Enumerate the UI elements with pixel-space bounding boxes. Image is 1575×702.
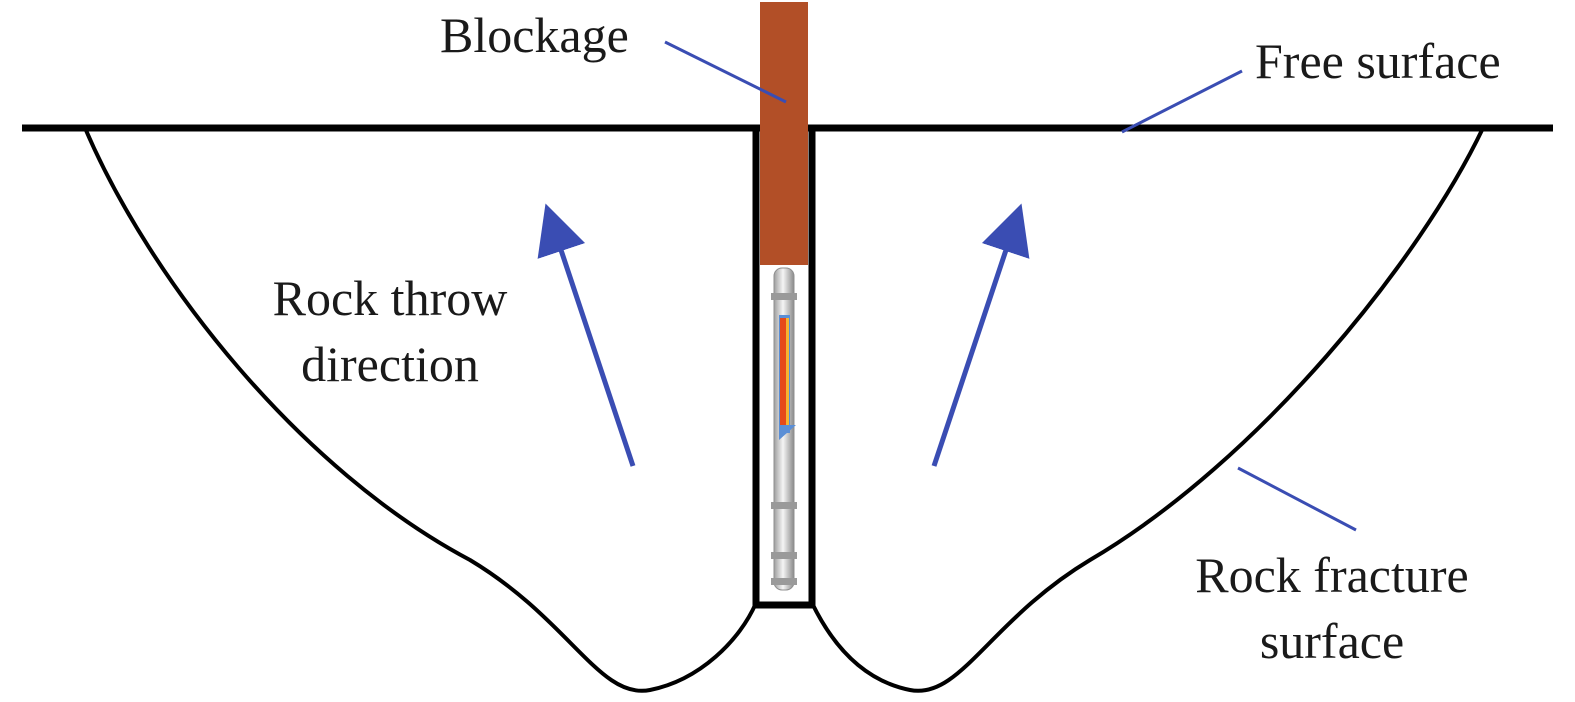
rock-fracture-surface-right xyxy=(810,127,1485,693)
free-surface-leader-line xyxy=(1121,69,1243,134)
rock-fracture-leader-line xyxy=(1237,466,1357,532)
blockage-label: Blockage xyxy=(440,7,629,63)
rock-fracture-surface-left xyxy=(83,127,758,693)
blockage-leader-line xyxy=(664,40,787,104)
rock-throw-label-line2: direction xyxy=(301,336,479,392)
rock-throw-arrow-right xyxy=(931,203,1030,467)
rock-throw-label-line1: Rock throw xyxy=(273,270,508,326)
free-surface-label: Free surface xyxy=(1255,33,1501,89)
rock-throw-arrow-left xyxy=(537,203,636,467)
blockage-plug xyxy=(760,2,808,265)
rock-fracture-label-line1: Rock fracture xyxy=(1195,547,1468,603)
explosive-charge-icon xyxy=(771,267,797,591)
rock-fracture-label-line2: surface xyxy=(1260,613,1404,669)
